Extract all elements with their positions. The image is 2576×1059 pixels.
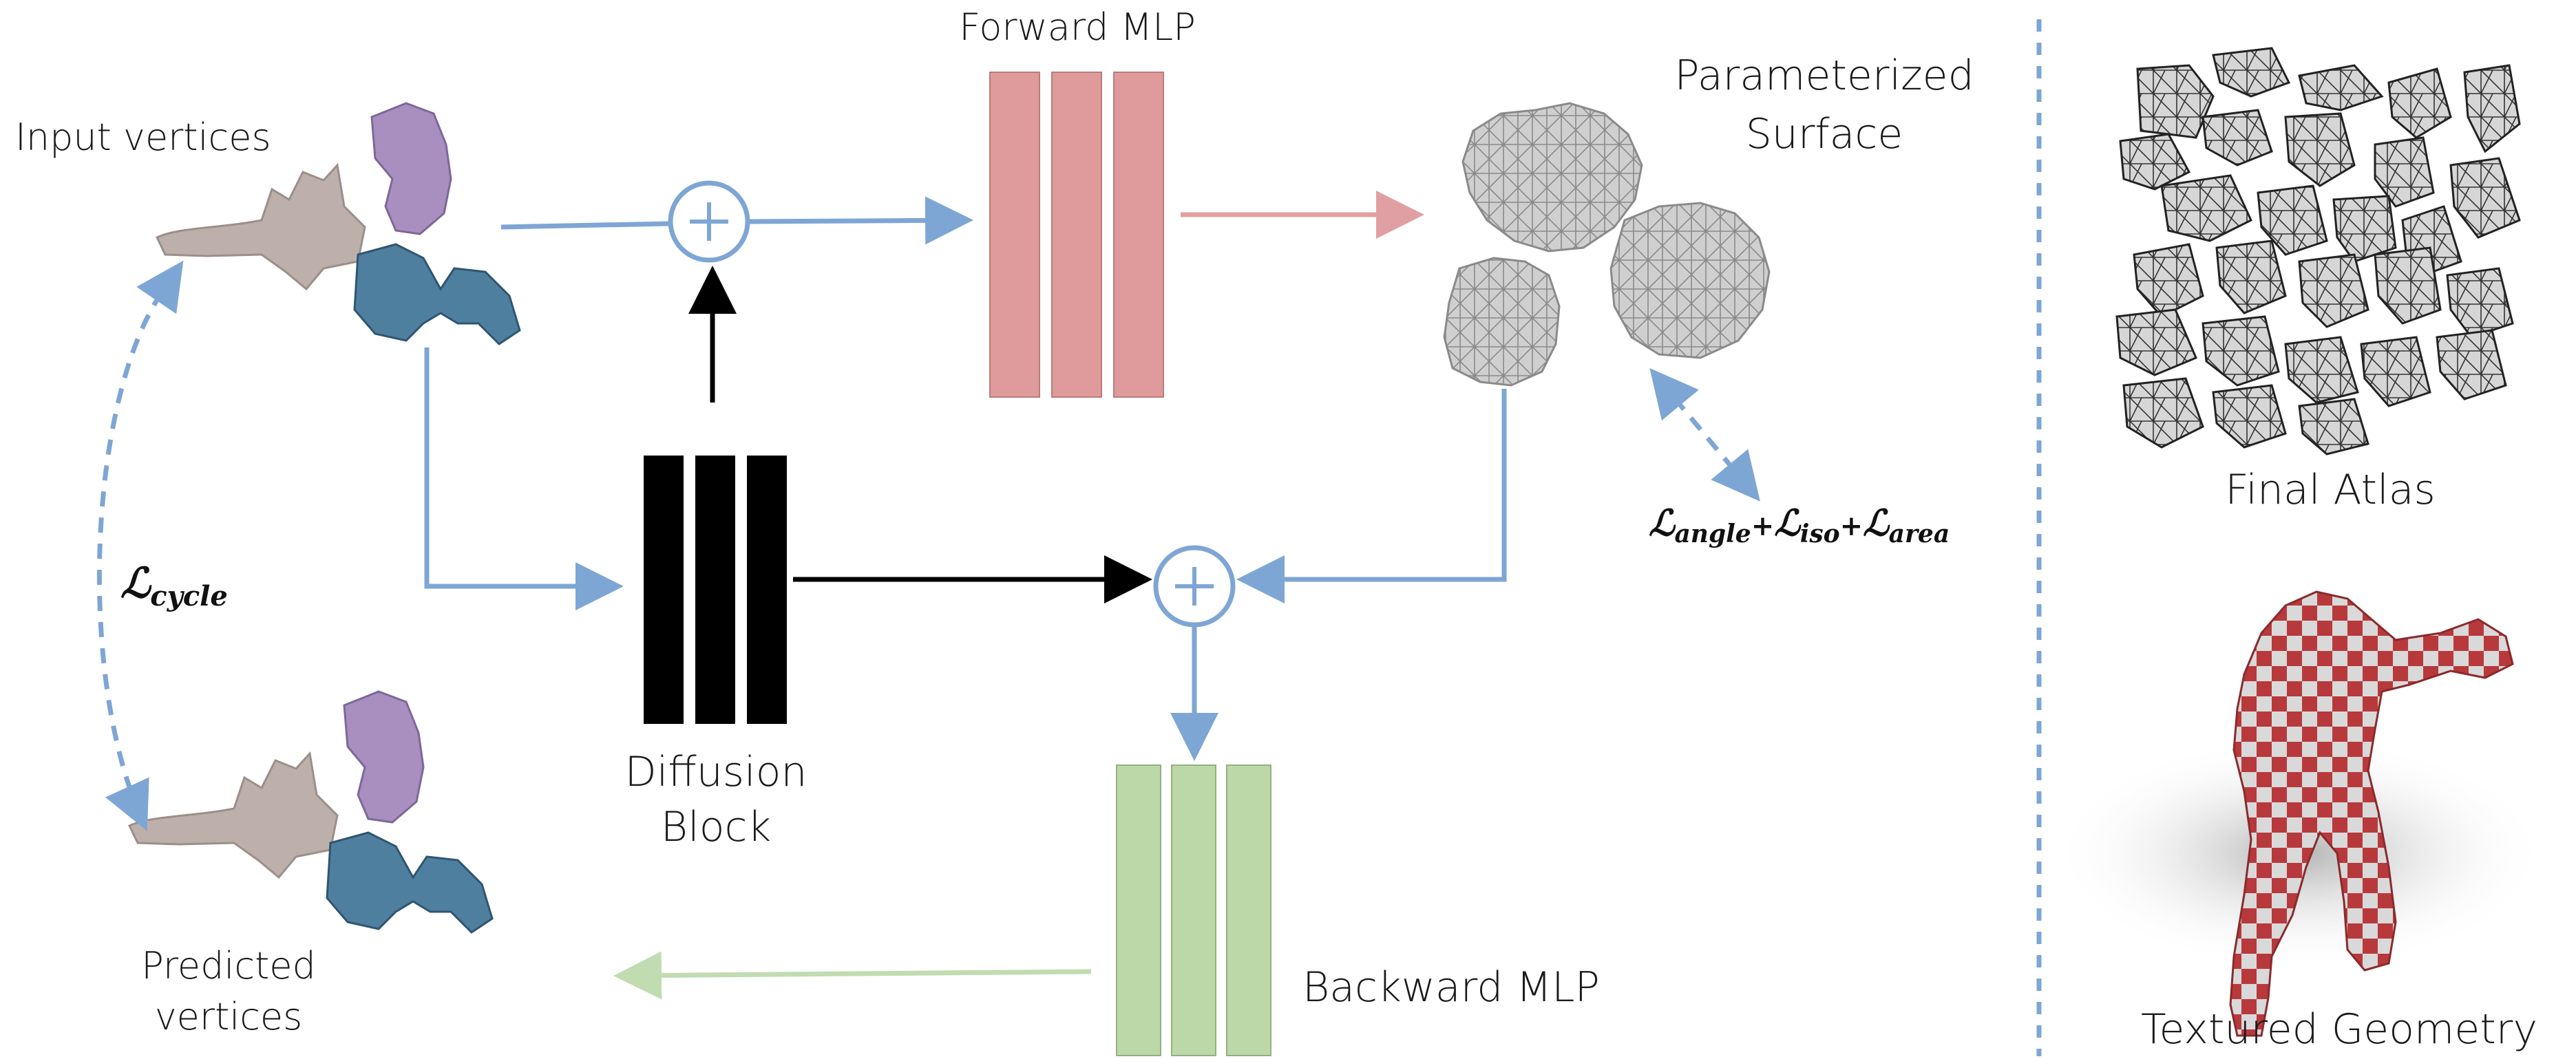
atlas-chart	[2202, 315, 2280, 387]
backward-mlp-layer	[1171, 764, 1216, 1056]
predicted-tan-shape	[127, 751, 339, 879]
backward-mlp-layer	[1116, 764, 1161, 1056]
atlas-chart	[2374, 136, 2435, 208]
atlas-chart	[2449, 157, 2521, 239]
cycle-loss-label: ℒcycle	[120, 559, 228, 612]
predicted-vertices-shapes	[127, 690, 494, 934]
area-loss-symbol: ℒ	[1863, 502, 1890, 544]
atlas-chart	[2212, 384, 2287, 449]
atlas-chart	[2374, 246, 2442, 325]
diffusion-block-label-line2: Block	[661, 803, 771, 851]
plus-circle-icon-cross-top	[690, 202, 728, 241]
arrow-sum-to-forward	[747, 196, 973, 245]
atlas-chart	[2202, 109, 2273, 167]
plus-circle-icon-cross-bottom	[1175, 567, 1214, 606]
angle-loss-subscript: angle	[1674, 520, 1751, 548]
cycle-loss-arrow	[96, 260, 184, 831]
distortion-loss-arrow	[1649, 367, 1760, 502]
cycle-loss-subscript: cycle	[150, 580, 228, 612]
input-vertices-shapes	[155, 102, 521, 345]
angle-loss-symbol: ℒ	[1649, 502, 1676, 544]
atlas-chart	[2284, 336, 2359, 404]
parameterized-surface-label-line1: Parameterized	[1674, 52, 1974, 100]
textured-geometry	[2051, 590, 2547, 1037]
atlas-chart	[2136, 64, 2215, 139]
area-loss-subscript: area	[1889, 520, 1950, 548]
atlas-chart	[2298, 64, 2384, 111]
diffusion-block-layer	[695, 456, 735, 724]
atlas-chart	[2122, 377, 2204, 449]
atlas-chart	[2212, 47, 2291, 98]
atlas-chart	[2446, 267, 2514, 339]
atlas-chart	[2360, 336, 2431, 407]
iso-loss-symbol: ℒ	[1774, 502, 1802, 544]
forward-mlp-layer	[1113, 72, 1164, 398]
atlas-chart	[2133, 243, 2204, 318]
textured-figure	[2229, 590, 2514, 1037]
parameterized-surface-meshes	[1443, 102, 1771, 387]
predicted-purple-shape	[343, 690, 425, 824]
atlas-chart	[2463, 64, 2521, 153]
forward-mlp-layer	[1051, 72, 1102, 398]
atlas-chart	[2436, 329, 2507, 400]
final-atlas	[2115, 47, 2521, 456]
input-tan-shape	[155, 162, 366, 291]
atlas-chart	[2119, 133, 2191, 191]
backward-mlp-layer	[1226, 764, 1271, 1056]
diffusion-block	[644, 456, 787, 724]
final-atlas-label: Final Atlas	[2225, 466, 2436, 514]
textured-geometry-label: Textured Geometry	[2141, 1005, 2537, 1053]
diffusion-block-layer	[747, 456, 787, 724]
forward-mlp-layer	[989, 72, 1040, 398]
backward-mlp	[1116, 764, 1271, 1056]
arrow-input-to-diffusion	[424, 347, 624, 610]
predicted-teal-shape	[326, 831, 494, 934]
forward-mlp-label: Forward MLP	[959, 6, 1196, 49]
atlas-chart	[2215, 239, 2287, 314]
arrow-backward-to-predicted	[613, 951, 1092, 1000]
surface-patch	[1461, 102, 1643, 253]
predicted-vertices-label-line2: vertices	[155, 995, 303, 1038]
diffusion-block-label-line1: Diffusion	[625, 748, 807, 796]
arrow-surface-to-sum	[1236, 389, 1507, 603]
iso-loss-subscript: iso	[1800, 520, 1840, 548]
forward-mlp	[989, 72, 1164, 398]
atlas-chart	[2332, 195, 2397, 263]
input-purple-shape	[370, 102, 452, 235]
surface-patch	[1443, 257, 1561, 387]
input-teal-shape	[353, 243, 521, 345]
diffusion-block-layer	[644, 456, 684, 724]
loss-plus: +	[1840, 510, 1864, 542]
atlas-chart	[2284, 112, 2356, 187]
cycle-loss-symbol: ℒ	[120, 559, 152, 608]
loss-plus: +	[1751, 510, 1775, 542]
atlas-chart	[2115, 308, 2197, 376]
atlas-chart	[2160, 174, 2252, 242]
predicted-vertices-label-line1: Predicted	[141, 944, 316, 987]
atlas-chart	[2387, 67, 2452, 139]
input-vertices-label: Input vertices	[15, 116, 271, 159]
parameterized-surface-label-line2: Surface	[1746, 110, 1903, 158]
atlas-chart	[2298, 253, 2369, 328]
backward-mlp-label: Backward MLP	[1302, 963, 1600, 1012]
surface-patch	[1609, 202, 1771, 359]
distortion-loss-label: ℒangle+ℒiso+ℒarea	[1649, 502, 1950, 548]
atlas-chart	[2257, 184, 2328, 256]
atlas-chart	[2298, 398, 2369, 456]
arrow-input-to-sum	[500, 221, 670, 230]
